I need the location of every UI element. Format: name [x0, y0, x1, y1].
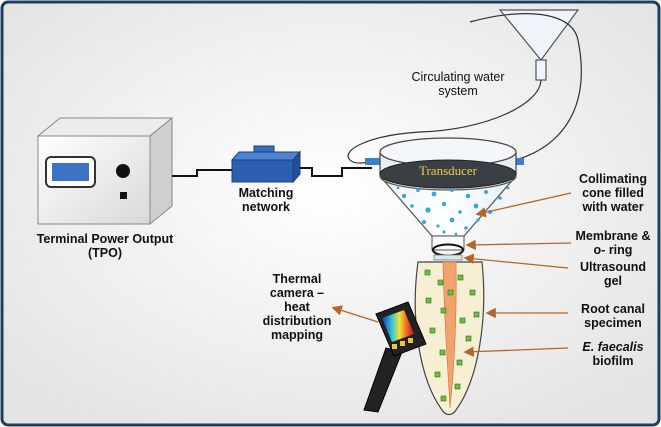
membrane-label: Membrane & o- ring	[575, 229, 651, 257]
thermal-camera-label: Thermal camera – heat distribution mappi…	[262, 272, 332, 342]
transducer-label: Transducer	[418, 163, 477, 178]
arrow-gel	[463, 253, 569, 269]
biofilm-label: biofilm	[592, 354, 634, 368]
tpo-device	[36, 116, 174, 226]
collimating-cone	[379, 174, 517, 261]
ultrasound-gel	[433, 254, 463, 261]
water-port-left	[365, 158, 383, 165]
thermal-camera	[363, 301, 427, 413]
collimating-cone-label: Collimating cone filled with water	[578, 172, 648, 214]
water-funnel	[498, 9, 580, 81]
gel-label: Ultrasound gel	[580, 260, 646, 288]
arrow-faecalis	[463, 346, 569, 357]
tpo-power-knob	[116, 164, 130, 178]
matching-network-box	[230, 145, 302, 184]
camera-thermal-screen	[382, 310, 414, 342]
water-tube-out	[469, 13, 582, 163]
root-canal-specimen	[414, 261, 485, 416]
arrow-thermal	[331, 305, 379, 323]
arrow-membrane	[465, 239, 572, 251]
biofilm-dots	[424, 269, 480, 402]
transducer-housing	[379, 137, 517, 189]
arrow-collimating	[475, 192, 572, 218]
tpo-label: Terminal Power Output (TPO)	[36, 232, 174, 260]
water-bubbles	[396, 186, 510, 236]
tpo-switch	[120, 192, 127, 199]
cable-matching-transducer	[300, 167, 372, 177]
water-tube-in	[347, 79, 542, 164]
faecalis-label: E. faecalis	[582, 340, 644, 354]
root-canal	[442, 261, 457, 409]
root-canal-label: Root canal specimen	[581, 302, 645, 330]
cable-tpo-matching	[172, 169, 232, 177]
matching-network-label: Matching network	[238, 186, 294, 214]
water-system-label: Circulating water system	[411, 70, 505, 98]
tpo-display-screen	[52, 163, 89, 181]
annotation-arrows	[331, 192, 572, 357]
